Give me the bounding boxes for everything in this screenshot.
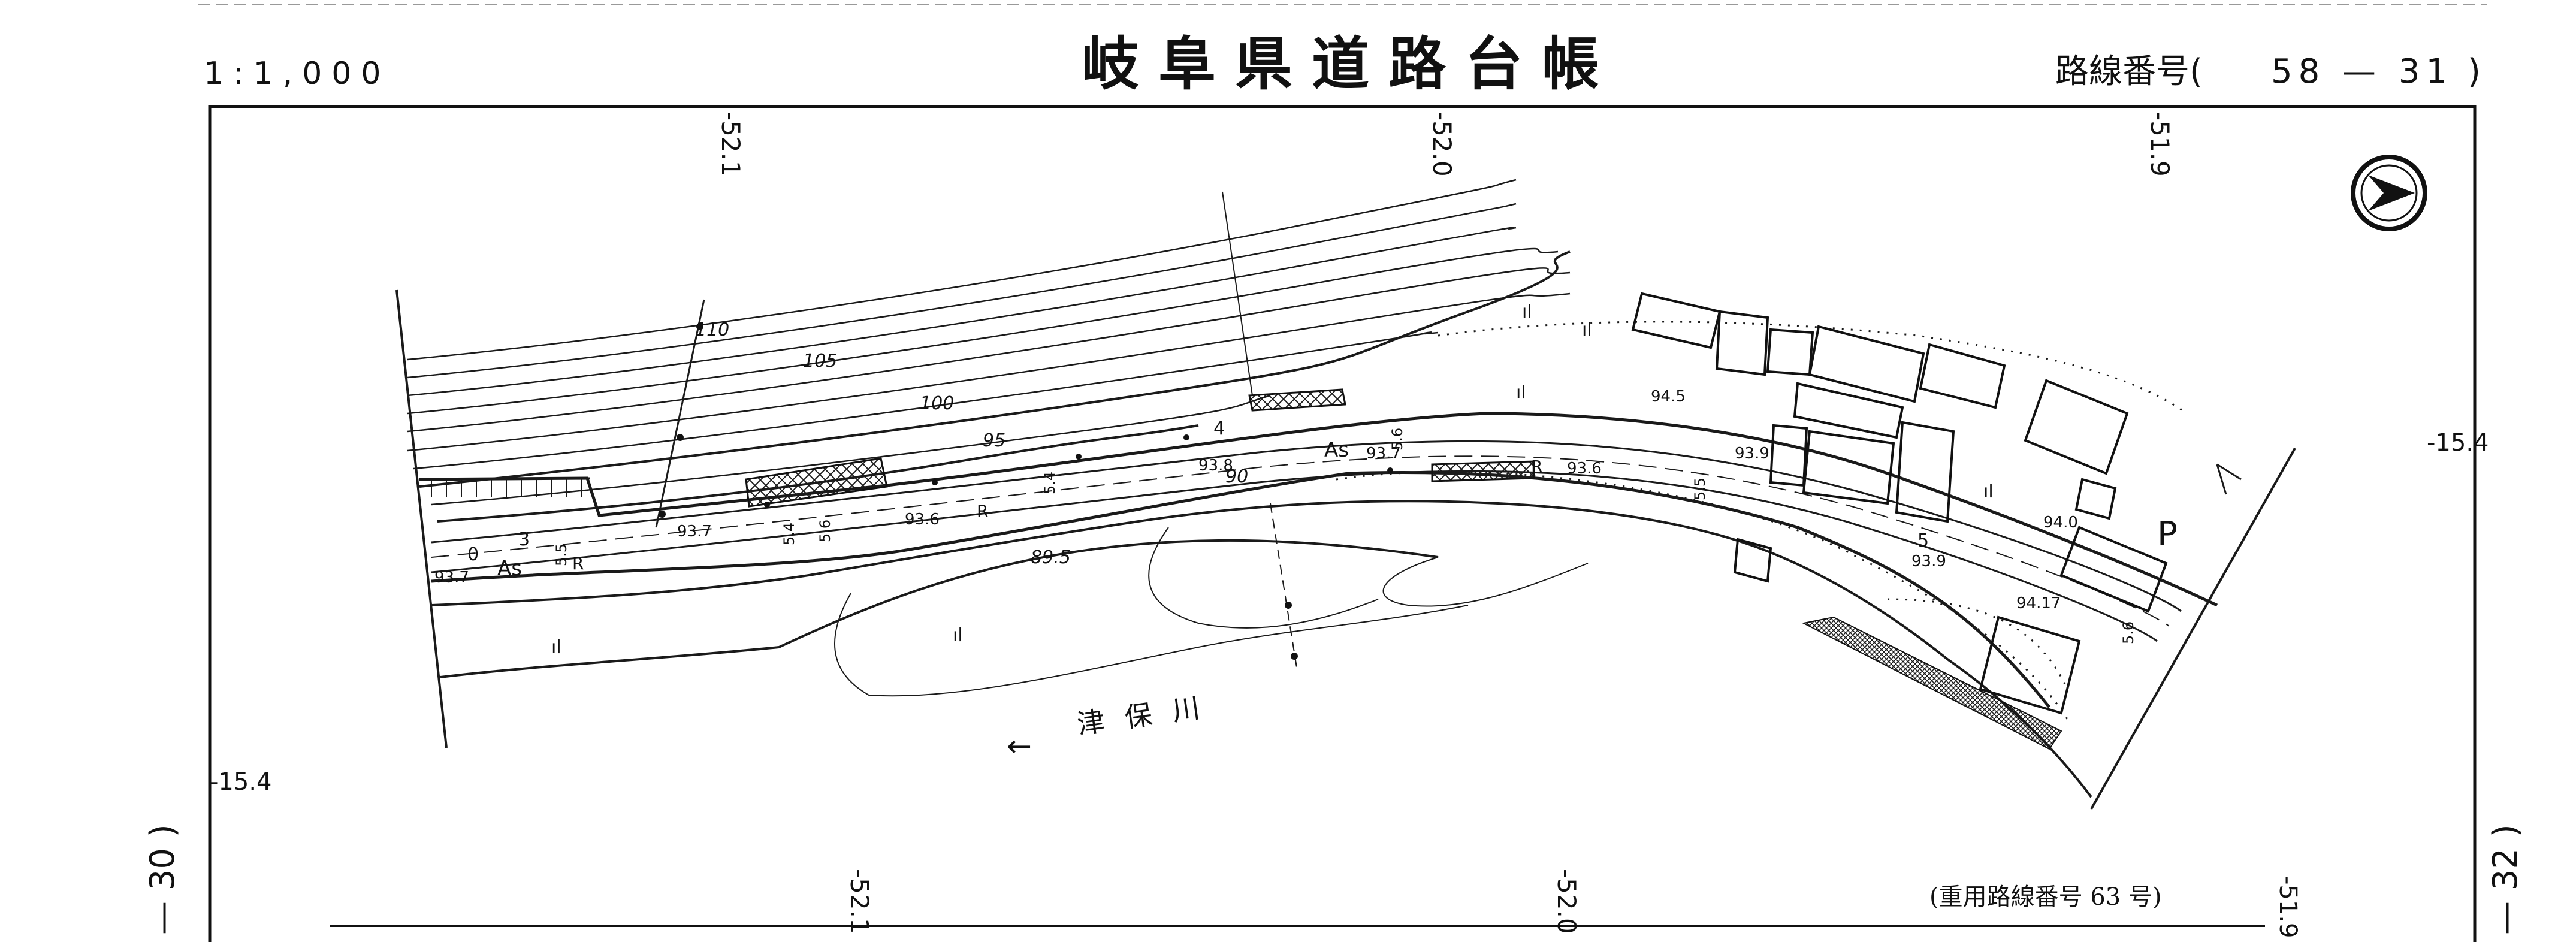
buildings bbox=[1631, 292, 2168, 715]
surface-code-road: R bbox=[1531, 457, 1542, 476]
road-width-label: 5.5 bbox=[1692, 478, 1708, 500]
vegetation-symbol: ıl bbox=[551, 637, 561, 658]
contour-label: 95 bbox=[983, 430, 1005, 451]
surface-code-road: R bbox=[977, 501, 988, 521]
map-frame bbox=[208, 105, 2477, 945]
station-number: 4 bbox=[1213, 418, 1225, 439]
grid-label-top-3: -51.9 bbox=[2145, 111, 2175, 177]
grid-label-top-1: -52.1 bbox=[716, 111, 745, 177]
grid-label-top-2: -52.0 bbox=[1427, 111, 1457, 177]
road-width-label: 5.6 bbox=[817, 520, 833, 542]
overlap-route-number: (重用路線番号 63 号) bbox=[1929, 883, 2162, 911]
road-width-label: 5.6 bbox=[1389, 428, 1406, 451]
north-arrow-icon bbox=[2351, 155, 2427, 231]
contour-label: 105 bbox=[803, 351, 837, 372]
adjacent-sheet-left: — 30 ) bbox=[143, 824, 182, 935]
route-number: 58 — 31 bbox=[2271, 52, 2453, 91]
river-name: 津保川 bbox=[1075, 689, 1222, 741]
culvert-hatch-1 bbox=[1248, 388, 1346, 412]
grid-label-bottom-2: -52.0 bbox=[1552, 869, 1581, 934]
route-number-close: ) bbox=[2468, 52, 2481, 91]
vegetation-symbol: ıl bbox=[1522, 301, 1532, 322]
vegetation-symbol: ıl bbox=[1582, 319, 1592, 340]
elevation-label: 93.7 bbox=[677, 523, 712, 541]
elevation-label: 93.6 bbox=[1567, 460, 1602, 478]
vegetation-symbol: ıl bbox=[1983, 481, 1994, 502]
road-width-label: 5.6 bbox=[2120, 621, 2137, 644]
elevation-label: 94.0 bbox=[2043, 514, 2078, 532]
grid-label-bottom-1: -52.1 bbox=[845, 869, 874, 934]
contour-label: 110 bbox=[695, 319, 729, 340]
road-width-label: 5.4 bbox=[781, 523, 798, 545]
elevation-label: 94.17 bbox=[2016, 594, 2061, 612]
parking-symbol: P bbox=[2157, 515, 2178, 554]
elevation-label: 94.5 bbox=[1651, 388, 1686, 406]
elevation-label: 93.7 bbox=[434, 569, 469, 587]
road-width-label: 5.5 bbox=[553, 544, 570, 566]
surface-code-asphalt: As bbox=[497, 557, 522, 581]
station-number: 3 bbox=[518, 529, 530, 550]
elevation-label: 93.9 bbox=[1735, 445, 1769, 463]
station-number: 5 bbox=[1917, 530, 1929, 551]
elevation-label: 93.9 bbox=[1911, 552, 1946, 570]
contour-label: 100 bbox=[920, 393, 954, 414]
elevation-label: 93.8 bbox=[1198, 457, 1233, 475]
contour-lines bbox=[407, 179, 1571, 523]
revetment-hatch bbox=[1801, 616, 2062, 750]
route-number-label: 路線番号( bbox=[2055, 52, 2203, 91]
road-width-label: 5.4 bbox=[1041, 472, 1058, 494]
grid-label-bottom-3: -51.9 bbox=[2274, 876, 2302, 938]
contour-label: 90 bbox=[1225, 466, 1248, 487]
map-title: 岐阜県道路台帳 bbox=[1082, 31, 1618, 98]
grid-label-right: -15.4 bbox=[2427, 429, 2489, 457]
surface-code-asphalt: As bbox=[1324, 438, 1349, 462]
station-number: 0 bbox=[467, 544, 479, 565]
scale-label: 1:1,000 bbox=[204, 56, 390, 92]
vegetation-symbol: ıl bbox=[953, 625, 963, 646]
retaining-wall-hatch bbox=[745, 457, 888, 508]
adjacent-sheet-right: — 32 ) bbox=[2486, 824, 2525, 935]
grid-label-left: -15.4 bbox=[210, 768, 272, 796]
surface-code-road: R bbox=[572, 554, 584, 573]
vegetation-symbol: ıl bbox=[1516, 382, 1526, 403]
contour-label: 89.5 bbox=[1031, 547, 1071, 568]
elevation-label: 93.7 bbox=[1366, 445, 1401, 463]
river-flow-arrow: ← bbox=[1007, 729, 1032, 763]
culvert-hatch-2 bbox=[1431, 460, 1535, 482]
elevation-label: 93.6 bbox=[905, 511, 940, 529]
